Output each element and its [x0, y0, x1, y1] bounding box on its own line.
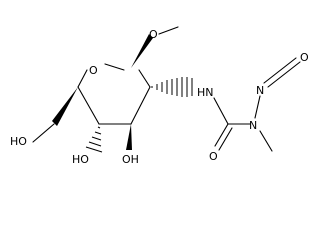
bond-c2-c3	[130, 86, 151, 125]
bond-n-o-1	[267, 61, 301, 88]
bond-n-o-2	[263, 57, 297, 84]
wedge-c1-ome	[131, 34, 153, 68]
bond-nh-c	[213, 97, 229, 125]
hash-c2-nh	[151, 77, 193, 97]
label-nitroso-n: N	[249, 119, 257, 132]
bond-ome-ch3	[158, 26, 179, 35]
bond-c5-o	[77, 69, 88, 88]
label-hydroxyl-c3: OH	[122, 153, 139, 166]
bond-c-o-2	[218, 127, 233, 151]
wedge-c3-oh	[126, 124, 132, 150]
bond-n-ch3	[259, 130, 273, 152]
label-hydroxyl-c4: HO	[72, 153, 89, 166]
bond-n-n	[254, 95, 261, 119]
wedge-c5-ch2	[52, 87, 78, 126]
label-amide-nh: HN	[197, 86, 214, 99]
molecule-structure: O O HN N O O HO HO OH N	[10, 26, 309, 166]
bond-c-o-1	[214, 123, 229, 147]
label-carbonyl-oxygen: O	[209, 150, 218, 163]
bond-o-c1	[104, 63, 125, 71]
hash-c4-oh	[85, 126, 103, 153]
label-nitroso-oxygen: O	[300, 51, 309, 64]
label-methoxy-oxygen: O	[149, 28, 158, 41]
bond-c1-c2	[138, 69, 151, 88]
structure-canvas: O O HN N O O HO HO OH N	[10, 26, 309, 166]
label-hydroxyl-c6: HO	[10, 135, 27, 148]
label-nitroso-nitrogen-upper: N	[256, 84, 264, 97]
label-ring-oxygen: O	[89, 64, 98, 77]
bond-c4-c5	[77, 86, 100, 125]
bond-ch2-oh	[32, 123, 55, 143]
